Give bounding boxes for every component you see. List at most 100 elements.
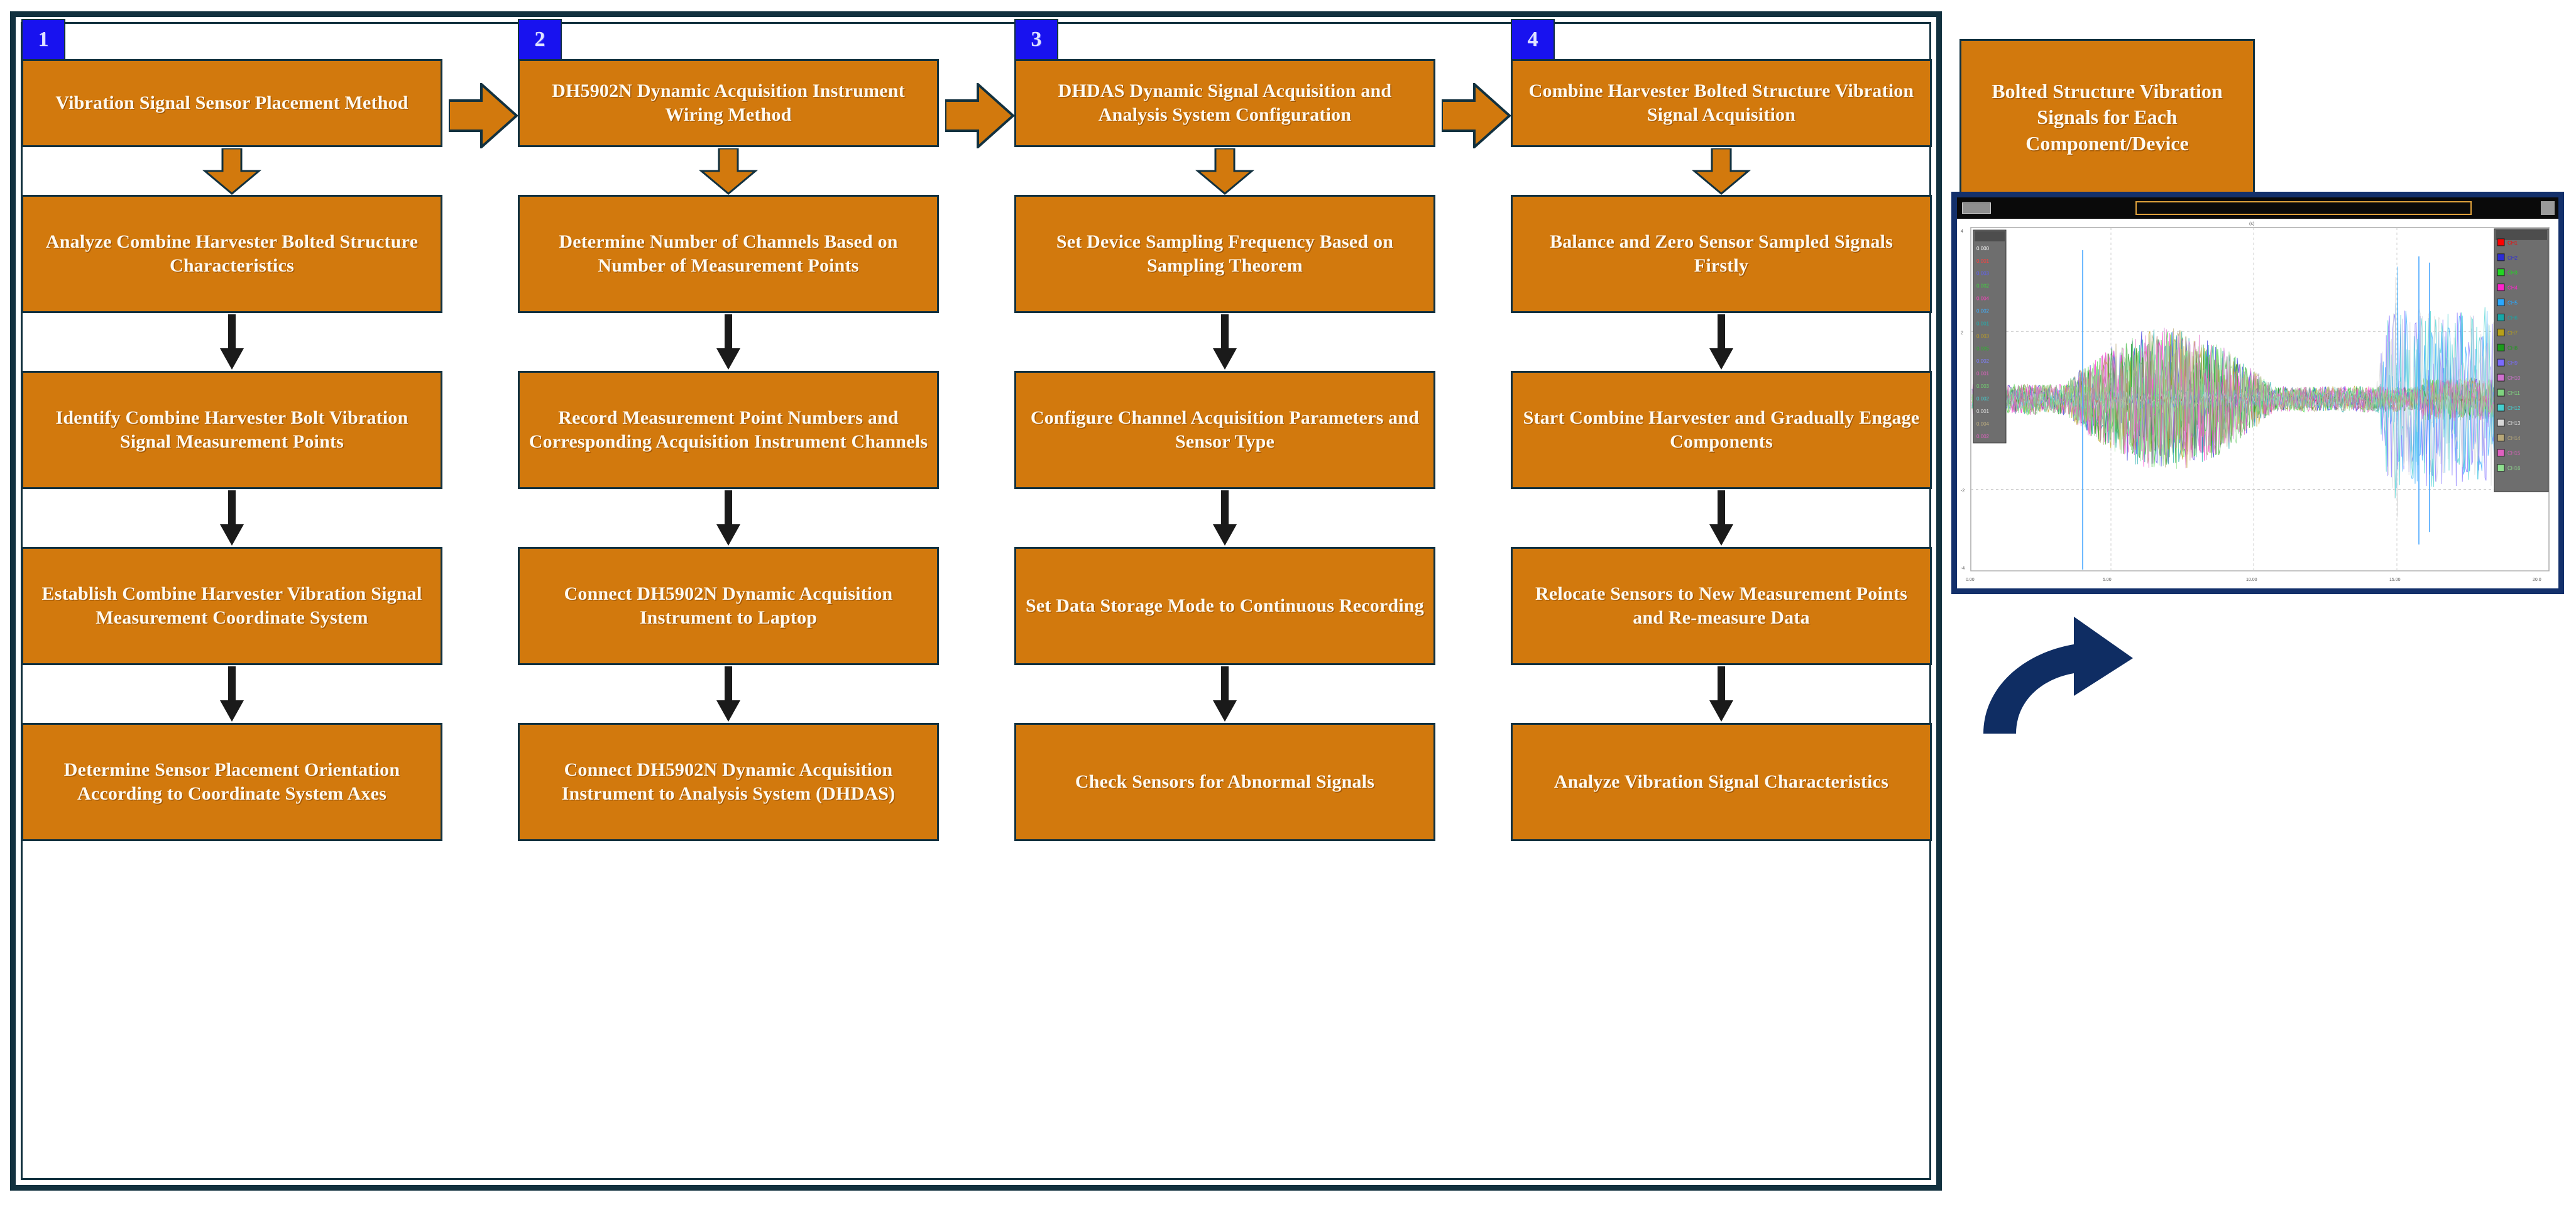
svg-text:0.002: 0.002 (1976, 396, 1990, 402)
step-number-badge-4: 4 (1511, 19, 1555, 60)
step-box-3-2[interactable]: Set Device Sampling Frequency Based on S… (1014, 195, 1435, 313)
svg-text:-2: -2 (1961, 489, 1965, 493)
step-box-1-5[interactable]: Determine Sensor Placement Orientation A… (21, 723, 442, 841)
step-box-2-5[interactable]: Connect DH5902N Dynamic Acquisition Inst… (518, 723, 939, 841)
svg-text:(s): (s) (2249, 222, 2254, 226)
down-arrow-thin-3b (1207, 490, 1243, 546)
step-box-4-1[interactable]: Combine Harvester Bolted Structure Vibra… (1511, 59, 1932, 147)
svg-text:0.002: 0.002 (1976, 434, 1990, 439)
step-box-1-2[interactable]: Analyze Combine Harvester Bolted Structu… (21, 195, 442, 313)
step-box-3-5[interactable]: Check Sensors for Abnormal Signals (1014, 723, 1435, 841)
step-box-3-4[interactable]: Set Data Storage Mode to Continuous Reco… (1014, 547, 1435, 665)
svg-text:CH16: CH16 (2507, 466, 2521, 471)
screenshot-app-button (1962, 202, 1991, 214)
svg-text:0.002: 0.002 (1976, 309, 1990, 314)
svg-text:CH1: CH1 (2507, 240, 2518, 246)
step-box-1-3[interactable]: Identify Combine Harvester Bolt Vibratio… (21, 371, 442, 489)
svg-text:0.004: 0.004 (1976, 421, 1990, 427)
down-arrow-thin-4a (1703, 314, 1740, 370)
step-box-2-2[interactable]: Determine Number of Channels Based on Nu… (518, 195, 939, 313)
down-arrow-thin-4b (1703, 490, 1740, 546)
step-column-2: 2 DH5902N Dynamic Acquisition Instrument… (518, 19, 939, 1157)
svg-text:CH9: CH9 (2507, 360, 2518, 366)
svg-text:0.002: 0.002 (1976, 358, 1990, 364)
svg-text:CH10: CH10 (2507, 375, 2521, 381)
svg-text:CH11: CH11 (2507, 390, 2520, 396)
step-box-4-5[interactable]: Analyze Vibration Signal Characteristics (1511, 723, 1932, 841)
step-box-1-1[interactable]: Vibration Signal Sensor Placement Method (21, 59, 442, 147)
down-arrow-thin-2c (710, 666, 747, 722)
svg-text:0.001: 0.001 (1976, 409, 1990, 414)
down-arrow-thin-2a (710, 314, 747, 370)
signal-values-panel: 0.000 0.001 0.003 0.002 0.004 0.002 0.00… (1973, 229, 2007, 444)
screenshot-titlebar (1957, 197, 2558, 219)
down-arrow-thin-1c (214, 666, 250, 722)
svg-text:0.002: 0.002 (1976, 284, 1990, 289)
down-arrow-thin-1a (214, 314, 250, 370)
svg-text:5.00: 5.00 (2103, 578, 2112, 582)
step-number-badge-2: 2 (518, 19, 562, 60)
svg-text:-4: -4 (1961, 566, 1965, 571)
step-box-3-1[interactable]: DHDAS Dynamic Signal Acquisition and Ana… (1014, 59, 1435, 147)
svg-text:CH4: CH4 (2507, 285, 2518, 291)
down-arrow-fat-3 (1195, 148, 1255, 195)
down-arrow-thin-3c (1207, 666, 1243, 722)
svg-text:0.001: 0.001 (1976, 321, 1990, 326)
step-column-1: 1 Vibration Signal Sensor Placement Meth… (21, 19, 442, 1157)
svg-text:0.001: 0.001 (1976, 258, 1990, 264)
signal-legend-panel: CH1CH2CH3CH4CH5CH6CH7CH8CH9CH10CH11CH12C… (2494, 228, 2549, 493)
svg-text:0.004: 0.004 (1976, 296, 1990, 302)
svg-text:CH7: CH7 (2507, 330, 2518, 336)
step-box-4-4[interactable]: Relocate Sensors to New Measurement Poin… (1511, 547, 1932, 665)
step-box-1-4[interactable]: Establish Combine Harvester Vibration Si… (21, 547, 442, 665)
step-number-badge-3: 3 (1014, 19, 1058, 60)
signal-traces (1971, 250, 2548, 570)
signal-waveform-svg: 0.000 0.001 0.003 0.002 0.004 0.002 0.00… (1957, 219, 2558, 588)
step-box-2-1[interactable]: DH5902N Dynamic Acquisition Instrument W… (518, 59, 939, 147)
step-number-badge-1: 1 (21, 19, 65, 60)
step-box-2-4[interactable]: Connect DH5902N Dynamic Acquisition Inst… (518, 547, 939, 665)
down-arrow-fat-1 (202, 148, 262, 195)
down-arrow-thin-2b (710, 490, 747, 546)
down-arrow-thin-3a (1207, 314, 1243, 370)
svg-text:0.005: 0.005 (1976, 346, 1990, 351)
signal-plot-area: 0.000 0.001 0.003 0.002 0.004 0.002 0.00… (1957, 219, 2558, 588)
svg-text:20.0: 20.0 (2533, 578, 2541, 582)
screenshot-menu-highlight (2135, 201, 2472, 215)
svg-text:0.000: 0.000 (1976, 246, 1990, 251)
svg-text:CH8: CH8 (2507, 345, 2518, 351)
svg-text:CH15: CH15 (2507, 451, 2521, 456)
step-box-4-3[interactable]: Start Combine Harvester and Gradually En… (1511, 371, 1932, 489)
right-chevron-1-to-2 (449, 83, 518, 148)
screenshot-window-button (2541, 201, 2555, 215)
down-arrow-thin-4c (1703, 666, 1740, 722)
svg-text:15.00: 15.00 (2389, 578, 2401, 582)
svg-text:CH6: CH6 (2507, 315, 2518, 321)
svg-text:0.003: 0.003 (1976, 333, 1990, 339)
right-panel-title: Bolted Structure Vibration Signals for E… (1959, 39, 2255, 196)
svg-text:CH2: CH2 (2507, 255, 2518, 261)
curved-arrow-to-screenshot (1978, 600, 2167, 745)
down-arrow-fat-2 (698, 148, 759, 195)
dhdas-screenshot-window: 0.000 0.001 0.003 0.002 0.004 0.002 0.00… (1951, 192, 2564, 594)
step-box-3-3[interactable]: Configure Channel Acquisition Parameters… (1014, 371, 1435, 489)
svg-text:4: 4 (1961, 229, 1963, 234)
svg-text:CH13: CH13 (2507, 421, 2521, 426)
step-box-4-2[interactable]: Balance and Zero Sensor Sampled Signals … (1511, 195, 1932, 313)
svg-text:0.003: 0.003 (1976, 383, 1990, 389)
svg-text:0.00: 0.00 (1966, 578, 1975, 582)
step-column-4: 4 Combine Harvester Bolted Structure Vib… (1511, 19, 1932, 1157)
svg-text:0.003: 0.003 (1976, 271, 1990, 277)
screenshot-menubar (1995, 201, 2537, 215)
svg-text:CH14: CH14 (2507, 436, 2521, 441)
svg-text:CH3: CH3 (2507, 270, 2518, 276)
step-box-2-3[interactable]: Record Measurement Point Numbers and Cor… (518, 371, 939, 489)
right-chevron-2-to-3 (945, 83, 1014, 148)
down-arrow-fat-4 (1691, 148, 1751, 195)
svg-text:0.001: 0.001 (1976, 371, 1990, 377)
svg-text:10.00: 10.00 (2246, 578, 2257, 582)
svg-text:CH5: CH5 (2507, 300, 2518, 306)
right-panel: Bolted Structure Vibration Signals for E… (1959, 39, 2255, 196)
step-column-3: 3 DHDAS Dynamic Signal Acquisition and A… (1014, 19, 1435, 1157)
right-chevron-3-to-4 (1442, 83, 1511, 148)
